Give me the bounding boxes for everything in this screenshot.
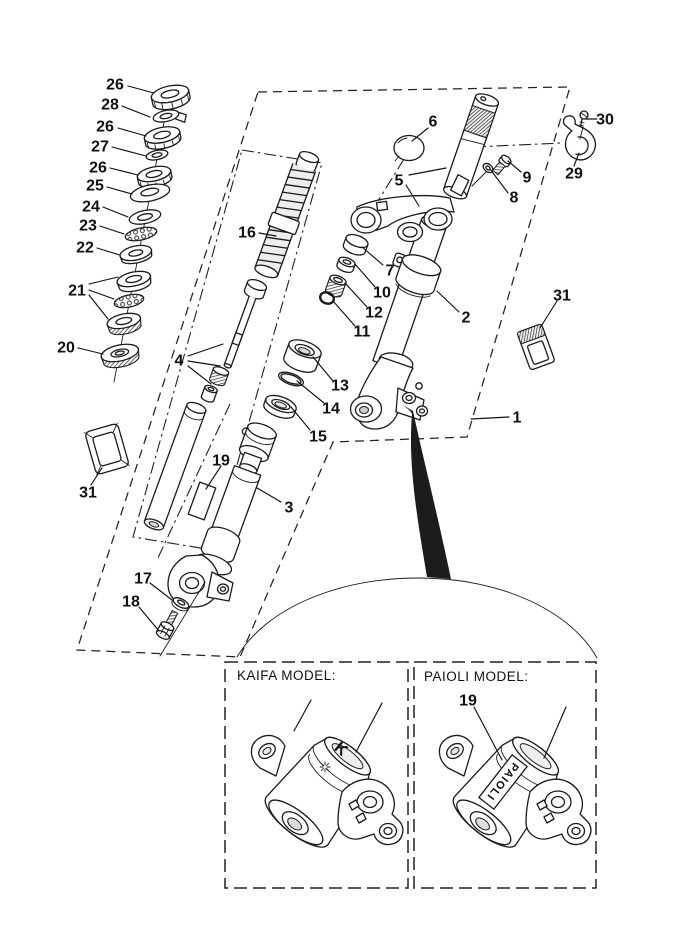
part-label-12: 12 bbox=[365, 305, 383, 322]
damper-rod bbox=[223, 278, 268, 369]
part-24-washer bbox=[128, 209, 162, 225]
part-label-22: 22 bbox=[76, 240, 94, 257]
part-label-17: 17 bbox=[134, 571, 152, 588]
fork-bottom-casting bbox=[349, 352, 429, 430]
part-label-29: 29 bbox=[565, 166, 583, 183]
spring-retainer-band bbox=[267, 211, 300, 236]
part-21-ball-ring bbox=[113, 293, 145, 309]
part-label-25: 25 bbox=[86, 178, 104, 195]
part-label-21: 21 bbox=[68, 283, 86, 300]
axle-bolt-axis bbox=[159, 581, 206, 657]
bearing-stack bbox=[100, 84, 191, 383]
kaifa-model-title: KAIFA MODEL: bbox=[237, 668, 336, 683]
axle-bolt bbox=[155, 609, 179, 640]
bolt-axis-line bbox=[471, 171, 487, 187]
reflector-left bbox=[84, 422, 130, 476]
part-22-race bbox=[119, 244, 153, 265]
part-4-nut bbox=[209, 366, 230, 387]
part-label-2: 2 bbox=[462, 310, 471, 327]
part-label-19: 19 bbox=[459, 693, 477, 710]
part-label-6: 6 bbox=[429, 114, 438, 131]
part-label-16: 16 bbox=[238, 225, 256, 242]
part-27-washer bbox=[145, 149, 169, 161]
fork-spring bbox=[254, 150, 320, 279]
part-label-26: 26 bbox=[96, 119, 114, 136]
fork-slider bbox=[167, 422, 277, 608]
threaded-plug-12 bbox=[324, 274, 347, 298]
part-label-13: 13 bbox=[331, 378, 349, 395]
part-label-7: 7 bbox=[386, 263, 395, 280]
spacer-ring-7 bbox=[342, 233, 369, 256]
guide-bushing-13 bbox=[283, 339, 322, 373]
magnifier-dome bbox=[236, 577, 598, 659]
part-label-14: 14 bbox=[322, 401, 340, 418]
part-label-9: 9 bbox=[523, 170, 532, 187]
part-label-31: 31 bbox=[553, 288, 571, 305]
leader-lines bbox=[77, 85, 598, 632]
part-label-20: 20 bbox=[57, 340, 75, 357]
part-label-24: 24 bbox=[82, 199, 100, 216]
reflector-right bbox=[517, 323, 555, 371]
fork-cap bbox=[393, 134, 425, 162]
part-label-19: 19 bbox=[212, 453, 230, 470]
part-label-18: 18 bbox=[122, 594, 140, 611]
part-label-8: 8 bbox=[510, 190, 519, 207]
part-label-27: 27 bbox=[91, 139, 109, 156]
part-label-4: 4 bbox=[175, 353, 184, 370]
part-23-ball-ring bbox=[124, 226, 158, 242]
ring-10 bbox=[336, 256, 356, 274]
part-28-tab-washer bbox=[152, 109, 187, 123]
part-21-race-lower bbox=[106, 312, 142, 336]
part-label-15: 15 bbox=[309, 429, 327, 446]
boundary-outer-dashed bbox=[76, 86, 571, 658]
model-box-paioli: PAIOLI MODEL: PAIOLI bbox=[413, 661, 597, 889]
part-4-bushing bbox=[200, 384, 218, 403]
part-21-race-upper bbox=[116, 270, 152, 293]
lower-clamp bbox=[350, 195, 455, 243]
part-20-race bbox=[100, 343, 140, 369]
part-label-31: 31 bbox=[79, 485, 97, 502]
part-label-23: 23 bbox=[79, 218, 97, 235]
model-box-kaifa: KAIFA MODEL: K bbox=[224, 661, 409, 889]
pinch-bolt bbox=[491, 154, 512, 176]
part-label-10: 10 bbox=[373, 285, 391, 302]
steering-stem bbox=[442, 93, 500, 200]
axle-washer bbox=[171, 597, 190, 612]
part-label-11: 11 bbox=[354, 324, 371, 341]
part-26-top-nut bbox=[150, 84, 191, 111]
starburst-icon bbox=[319, 761, 331, 773]
part-label-3: 3 bbox=[285, 500, 294, 517]
inner-fork-tube bbox=[143, 401, 207, 531]
part-25-washer bbox=[129, 183, 171, 203]
part-label-26: 26 bbox=[106, 77, 124, 94]
part-label-30: 30 bbox=[596, 112, 614, 129]
oil-seal-15 bbox=[263, 394, 297, 419]
part-label-28: 28 bbox=[101, 97, 119, 114]
part-label-5: 5 bbox=[395, 173, 404, 190]
o-ring-11 bbox=[318, 291, 336, 305]
part-label-1: 1 bbox=[513, 410, 522, 427]
cable-clip bbox=[562, 115, 597, 161]
sticker-location-19 bbox=[187, 481, 217, 521]
part-label-26: 26 bbox=[89, 160, 107, 177]
seal-washer-14 bbox=[277, 371, 305, 387]
paioli-model-title: PAIOLI MODEL: bbox=[424, 669, 529, 684]
highlight-cone bbox=[401, 404, 451, 579]
part-26-ring-nut bbox=[143, 126, 182, 150]
